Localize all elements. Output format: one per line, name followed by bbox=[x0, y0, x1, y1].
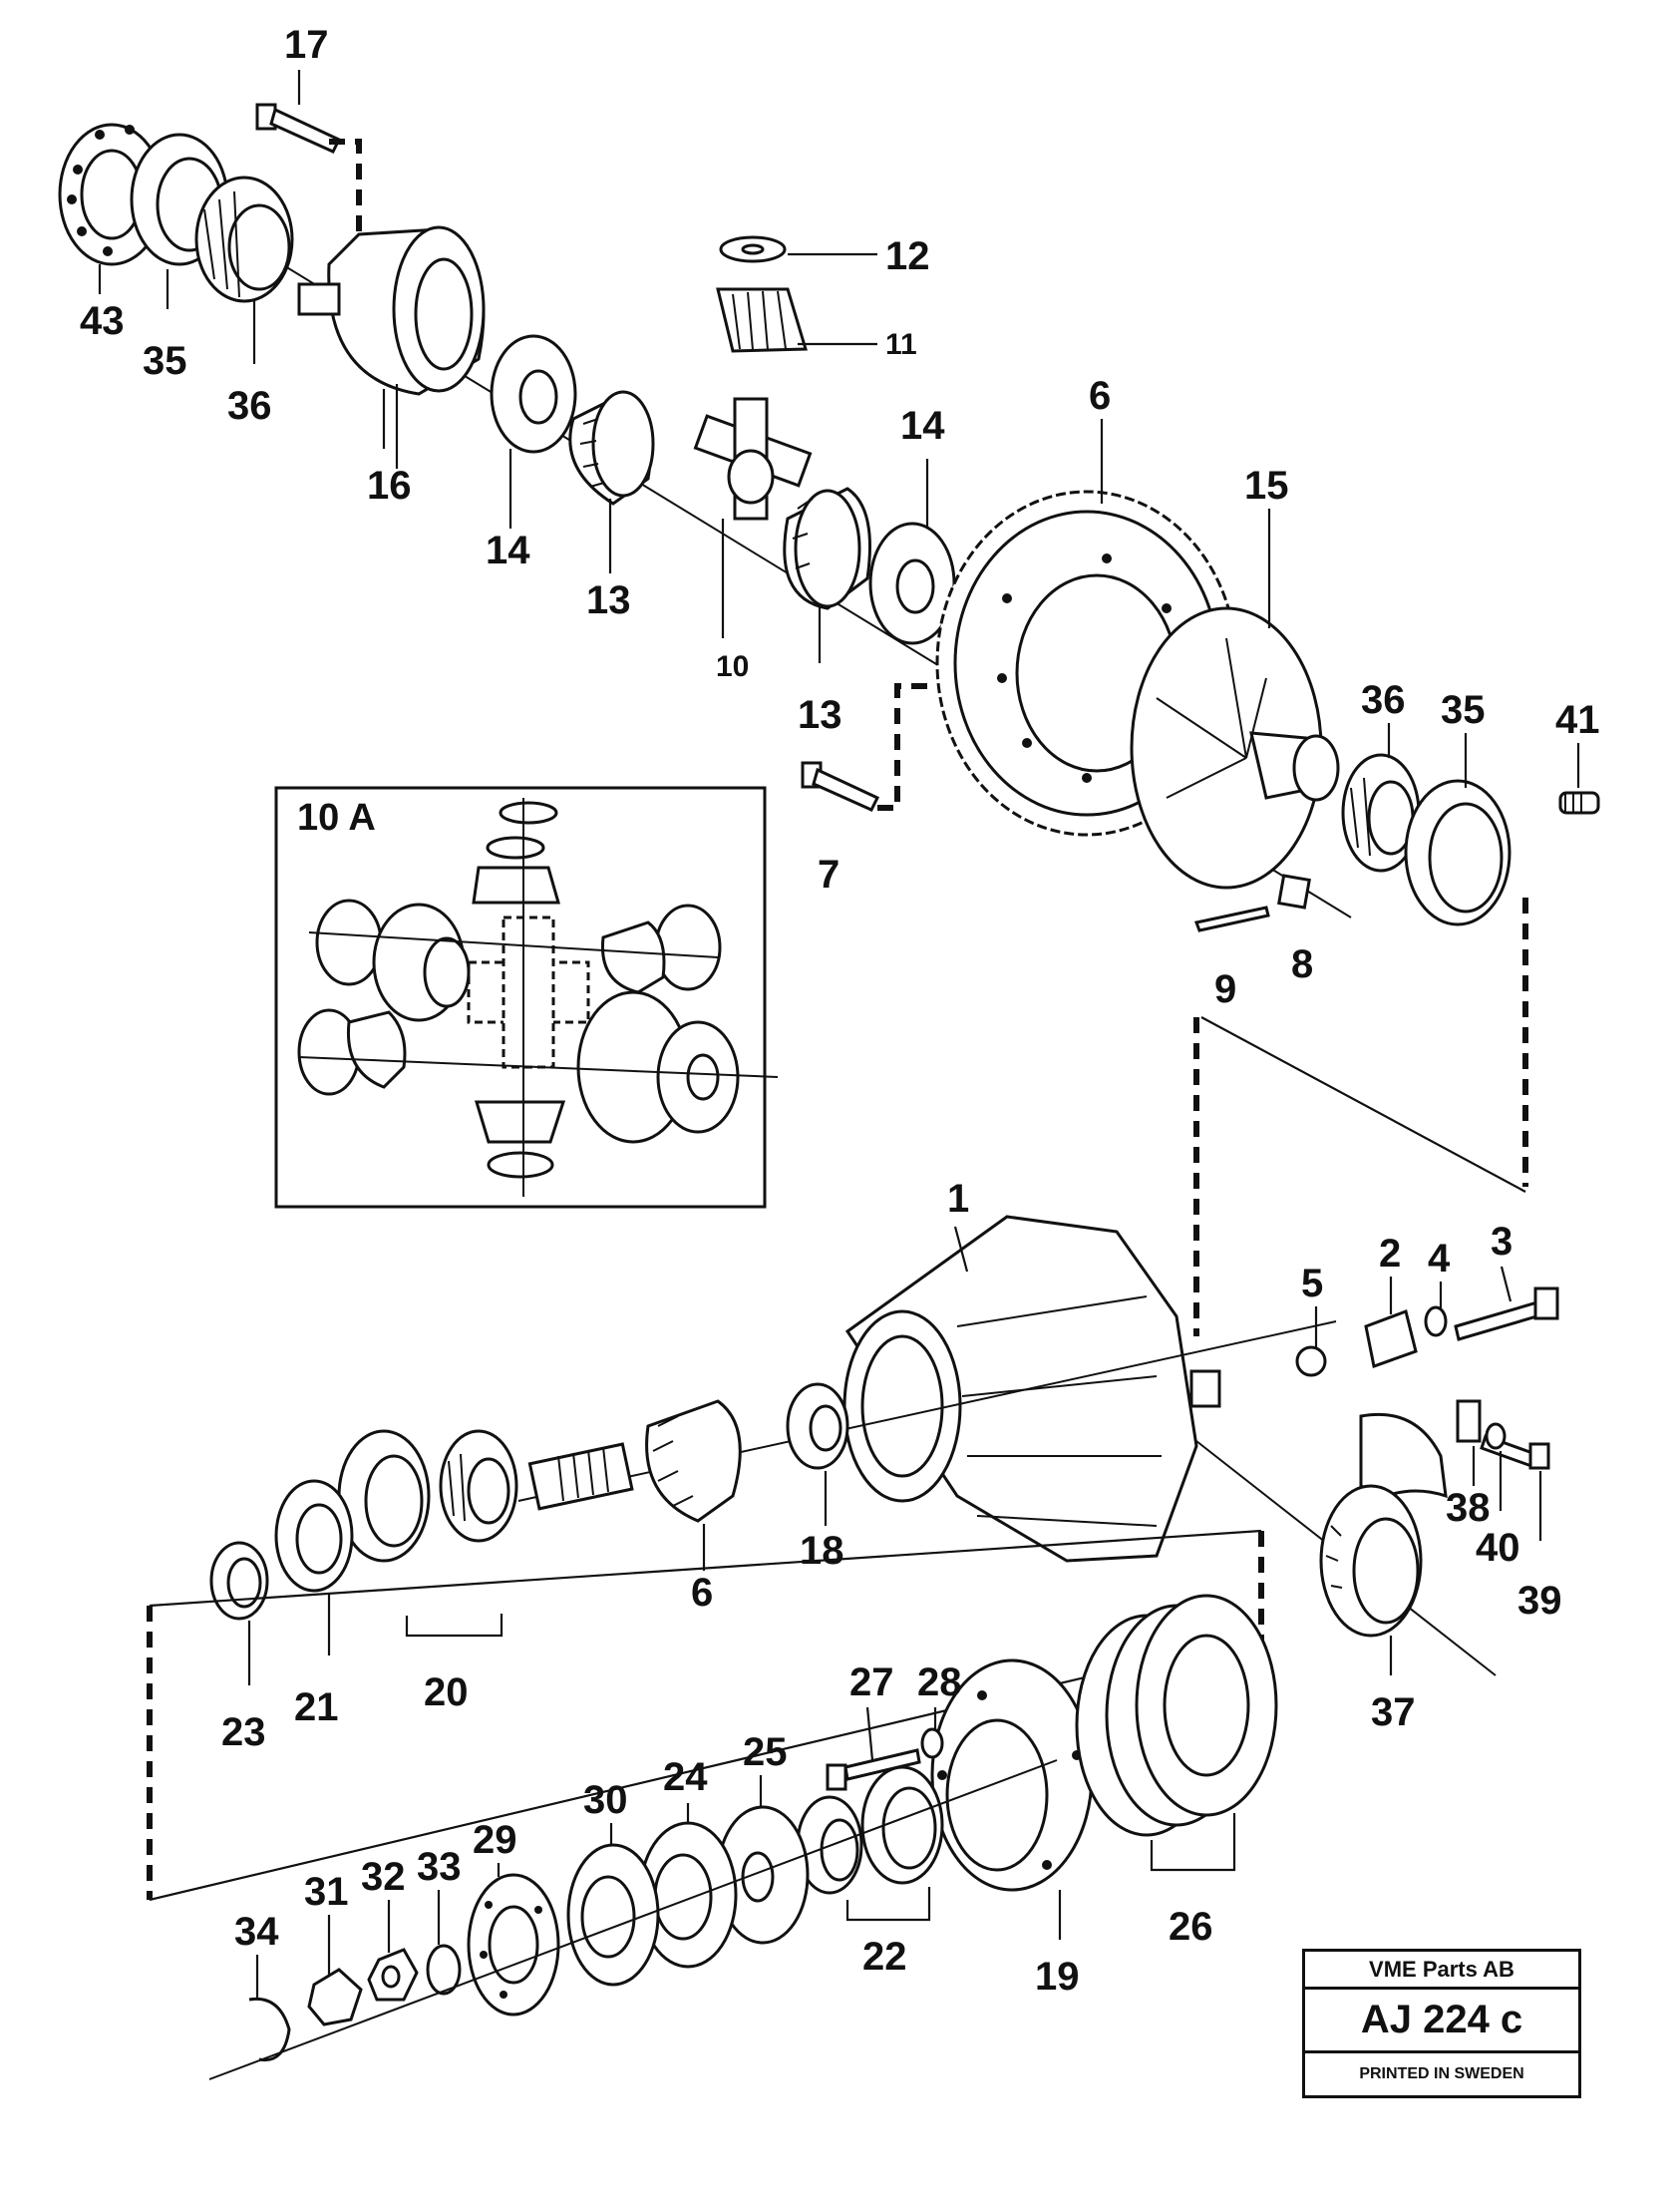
companion-flange-part-19 bbox=[930, 1658, 1094, 1892]
flange-part-29 bbox=[467, 1873, 560, 2017]
spider-part-10 bbox=[693, 397, 813, 521]
callout-31: 31 bbox=[304, 1870, 349, 1914]
washer-part-12 bbox=[719, 235, 787, 263]
washer-part-40 bbox=[1485, 1422, 1507, 1450]
callout-35-top: 35 bbox=[143, 339, 187, 383]
callout-labels: 17 12 11 43 35 36 16 14 13 10 13 14 6 15… bbox=[80, 23, 1600, 1999]
case-half-part-15 bbox=[1130, 606, 1340, 890]
roller-bearing-part-36 bbox=[194, 176, 294, 303]
callout-23: 23 bbox=[221, 1710, 266, 1754]
callout-29: 29 bbox=[473, 1818, 517, 1862]
callout-21: 21 bbox=[294, 1685, 339, 1729]
roller-bearing-part-36-right bbox=[1341, 753, 1421, 873]
callout-6-top: 6 bbox=[1089, 374, 1111, 418]
callout-13-right: 13 bbox=[798, 693, 842, 737]
callout-27: 27 bbox=[849, 1660, 894, 1704]
washer-part-4 bbox=[1424, 1305, 1448, 1337]
callout-9: 9 bbox=[1214, 967, 1236, 1011]
bearing-cap-part-2 bbox=[1359, 1309, 1448, 1499]
callout-36-right: 36 bbox=[1361, 678, 1406, 722]
inset-10a bbox=[274, 786, 779, 1209]
bolt-part-17 bbox=[255, 103, 342, 154]
callout-17: 17 bbox=[284, 23, 329, 67]
washer-part-33 bbox=[426, 1944, 462, 1996]
lock-plate-part-38 bbox=[1456, 1399, 1482, 1443]
callout-1: 1 bbox=[947, 1177, 969, 1221]
adjusting-ring-part-37 bbox=[1319, 1484, 1423, 1638]
callout-41: 41 bbox=[1555, 698, 1600, 742]
bolt-part-27 bbox=[826, 1748, 921, 1791]
title-block: VME Parts AB AJ 224 c PRINTED IN SWEDEN bbox=[1302, 1949, 1581, 2098]
inset-title: 10 A bbox=[297, 797, 376, 839]
callout-4: 4 bbox=[1428, 1237, 1451, 1281]
callout-10: 10 bbox=[716, 650, 749, 683]
callout-36-top: 36 bbox=[227, 384, 272, 428]
bearing-cup-part-35-right bbox=[1404, 779, 1512, 926]
cotter-pin-part-9 bbox=[1193, 906, 1270, 932]
callout-5: 5 bbox=[1301, 1262, 1323, 1305]
company-name: VME Parts AB bbox=[1305, 1952, 1578, 1990]
callout-11: 11 bbox=[885, 328, 917, 361]
callout-40: 40 bbox=[1476, 1526, 1520, 1570]
callout-6-bottom: 6 bbox=[691, 1571, 713, 1615]
washer-part-28 bbox=[920, 1727, 944, 1759]
callout-28: 28 bbox=[917, 1660, 962, 1704]
printed-note: PRINTED IN SWEDEN bbox=[1359, 2065, 1524, 2082]
callout-43: 43 bbox=[80, 299, 125, 343]
pinion-gear-part-11 bbox=[716, 287, 808, 353]
callout-26: 26 bbox=[1169, 1905, 1213, 1949]
drawing-code: AJ 224 c bbox=[1305, 1990, 1578, 2053]
callout-38: 38 bbox=[1446, 1486, 1491, 1530]
callout-18: 18 bbox=[800, 1529, 844, 1573]
callout-39: 39 bbox=[1517, 1579, 1562, 1623]
drive-pinion-part-6 bbox=[527, 1399, 742, 1523]
shim-pack-part-26 bbox=[1075, 1594, 1278, 1837]
callout-19: 19 bbox=[1035, 1955, 1080, 1999]
bolt-part-7 bbox=[801, 761, 880, 812]
seal-part-30 bbox=[566, 1843, 660, 1987]
leader-lines bbox=[98, 70, 1580, 2000]
callout-25: 25 bbox=[743, 1730, 788, 1774]
pilot-bearing-part-18 bbox=[786, 1382, 849, 1470]
seal-part-25 bbox=[716, 1805, 810, 1945]
callout-14-left: 14 bbox=[486, 529, 530, 572]
bearing-set-part-20 bbox=[337, 1429, 518, 1563]
callout-7: 7 bbox=[818, 853, 840, 897]
thrust-washer-part-14-left bbox=[490, 334, 577, 454]
spacer-part-21 bbox=[274, 1479, 354, 1593]
sleeve-part-23 bbox=[209, 1541, 269, 1621]
callout-20: 20 bbox=[424, 1670, 469, 1714]
nut-part-32 bbox=[367, 1948, 419, 2002]
callout-35-right: 35 bbox=[1441, 688, 1486, 732]
callout-24: 24 bbox=[663, 1755, 708, 1799]
callout-30: 30 bbox=[583, 1778, 628, 1822]
housing-part-1 bbox=[842, 1215, 1221, 1563]
callout-22: 22 bbox=[862, 1935, 907, 1979]
lock-plate-part-31 bbox=[307, 1968, 363, 2026]
castle-nut-part-8 bbox=[1277, 874, 1311, 910]
callout-8: 8 bbox=[1291, 942, 1313, 986]
callout-13-left: 13 bbox=[586, 578, 631, 622]
callout-37: 37 bbox=[1371, 1690, 1416, 1734]
callout-16: 16 bbox=[367, 464, 412, 508]
callout-33: 33 bbox=[417, 1845, 462, 1889]
dowel-part-5 bbox=[1295, 1345, 1327, 1377]
callout-14-right: 14 bbox=[900, 404, 945, 448]
callout-32: 32 bbox=[361, 1855, 406, 1899]
circlip-part-34 bbox=[248, 1997, 291, 2062]
side-gear-part-13-left bbox=[568, 390, 655, 506]
callout-12: 12 bbox=[885, 234, 930, 278]
plug-part-41 bbox=[1558, 791, 1600, 815]
callout-15: 15 bbox=[1244, 464, 1289, 508]
callout-2: 2 bbox=[1379, 1232, 1401, 1276]
bolt-part-3 bbox=[1454, 1286, 1559, 1341]
callout-34: 34 bbox=[234, 1910, 279, 1954]
callout-3: 3 bbox=[1491, 1220, 1512, 1264]
case-half-part-16 bbox=[297, 225, 486, 396]
side-gear-part-13-right bbox=[783, 487, 871, 610]
